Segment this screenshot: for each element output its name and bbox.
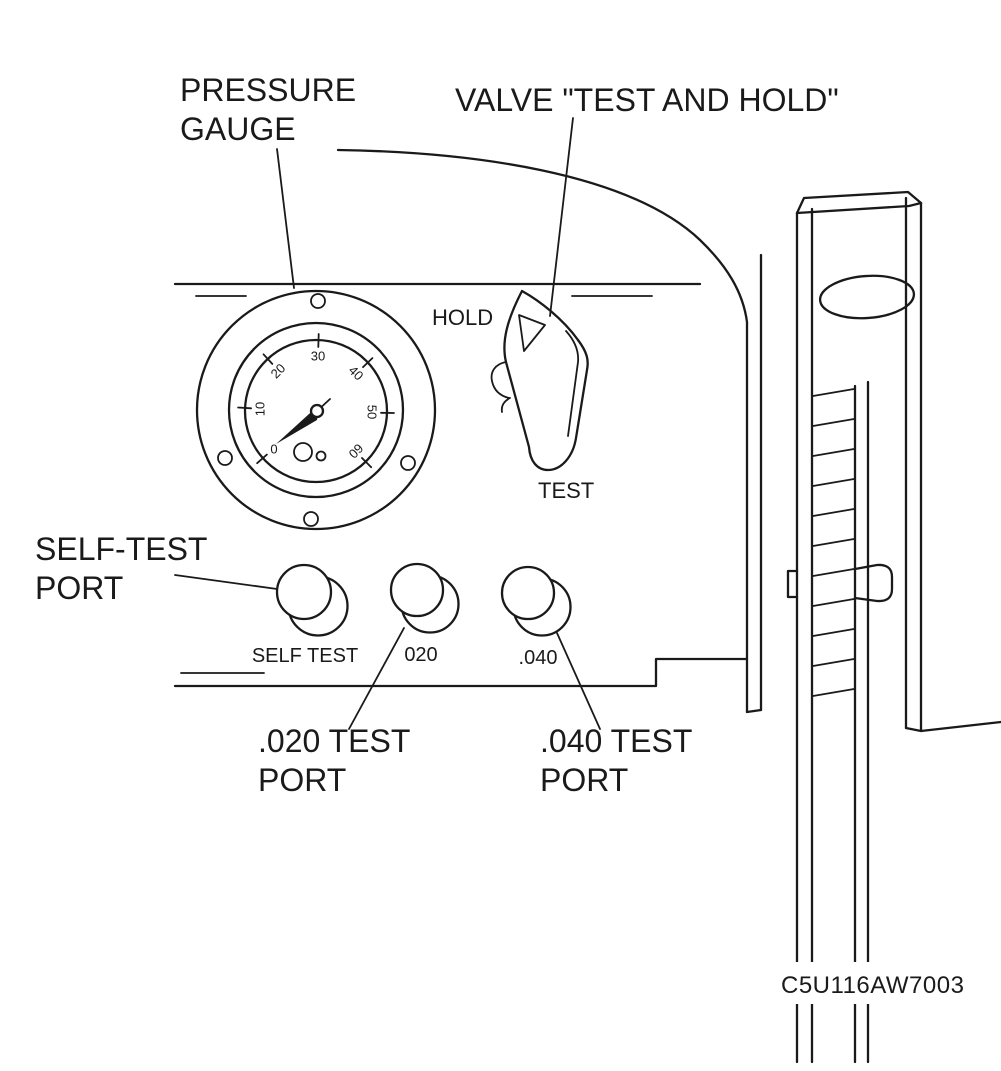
- gauge-tick-label-30: 30: [311, 349, 325, 364]
- bracket-detail-left: [786, 569, 799, 599]
- leader-self-test-port: [174, 574, 278, 590]
- panel-bottom-edge: [173, 657, 748, 688]
- panel-outline: [173, 282, 748, 688]
- test-port-020-callout-line1: .020 TEST: [258, 723, 410, 759]
- port-cap: [275, 563, 333, 621]
- pillar-bottom-edge: [904, 720, 1001, 733]
- pressure-gauge-callout-line1: PRESSURE: [180, 72, 356, 108]
- pressure-gauge: 0 10 20 30 40 50 60: [195, 289, 437, 531]
- leader-test-port-040: [556, 632, 601, 730]
- gauge-tick: [237, 406, 252, 410]
- pillar-opening-ellipse: [818, 274, 916, 320]
- ladder-rung: [812, 418, 855, 427]
- port-040-label: .040: [519, 647, 558, 669]
- pressure-gauge-callout-line2: GAUGE: [180, 111, 296, 147]
- ladder-rung: [812, 568, 855, 577]
- gauge-screw: [217, 450, 233, 466]
- gauge-screw: [310, 293, 326, 309]
- valve-lever: [490, 289, 589, 472]
- gauge-face: [243, 338, 389, 484]
- test-port-040-callout-line1: .040 TEST: [540, 723, 692, 759]
- test-port-040-callout-line2: PORT: [540, 762, 628, 798]
- port-cap: [500, 565, 556, 621]
- test-port-040: [500, 565, 572, 637]
- leader-pressure-gauge: [276, 148, 295, 289]
- valve-pivot-detail: [500, 397, 511, 413]
- gauge-tick: [362, 357, 374, 368]
- self-test-port-callout-line1: SELF-TEST: [35, 531, 207, 567]
- gauge-tick: [262, 353, 274, 365]
- valve-pivot-boss: [490, 361, 510, 399]
- port-020-label: 020: [404, 644, 437, 666]
- body-edge-curve: [336, 148, 749, 714]
- gauge-tick: [256, 453, 268, 465]
- test-port-020-callout-line2: PORT: [258, 762, 346, 798]
- valve-lever-arrow: [518, 314, 546, 352]
- ladder-rung: [812, 448, 855, 457]
- body-edge-bottom: [745, 708, 763, 714]
- gauge-adjuster-pin: [315, 450, 327, 462]
- gauge-screw: [303, 511, 319, 527]
- gauge-tick-label-0: 0: [270, 442, 277, 457]
- valve-callout: VALVE "TEST AND HOLD": [455, 82, 839, 118]
- valve-position-test-label: TEST: [538, 478, 594, 503]
- ladder-rung: [812, 478, 855, 487]
- gauge-adjuster: [293, 442, 313, 462]
- self-test-port: [275, 563, 349, 637]
- machine-body: [336, 148, 1001, 1064]
- port-cap: [389, 562, 445, 618]
- gauge-screw: [400, 455, 416, 471]
- figure-code-backing: [772, 962, 974, 1004]
- leader-valve: [549, 117, 574, 317]
- gauge-tick-label-10: 10: [253, 402, 268, 416]
- gauge-needle-hub: [309, 403, 325, 419]
- ladder-rung: [812, 688, 855, 697]
- pillar-top-outer: [795, 190, 923, 215]
- gauge-needle: [276, 404, 320, 444]
- bracket-detail: [853, 563, 894, 603]
- callout-labels: PRESSURE GAUGE VALVE "TEST AND HOLD" SEL…: [35, 72, 839, 798]
- figure-code: C5U116AW7003: [781, 972, 964, 999]
- gauge-rim: [227, 321, 405, 499]
- test-port-020: [389, 562, 460, 634]
- valve-lever-outline: [503, 289, 589, 472]
- ladder-rung: [812, 658, 855, 667]
- self-test-port-callout-line2: PORT: [35, 570, 123, 606]
- valve-lever-edge: [565, 330, 580, 437]
- pillar-top-inner: [795, 201, 923, 215]
- leader-lines: [174, 117, 601, 730]
- port-self-test-label: SELF TEST: [252, 645, 358, 667]
- gauge-tick: [361, 457, 373, 469]
- ladder-rung: [812, 388, 855, 397]
- ladder-rung: [812, 508, 855, 517]
- valve-position-hold-label: HOLD: [432, 305, 493, 330]
- ladder-rung: [812, 598, 855, 607]
- gauge-tick-label-50: 50: [365, 405, 380, 419]
- ladder-rung: [812, 628, 855, 637]
- ladder-rung: [812, 538, 855, 547]
- leader-test-port-020: [348, 627, 405, 730]
